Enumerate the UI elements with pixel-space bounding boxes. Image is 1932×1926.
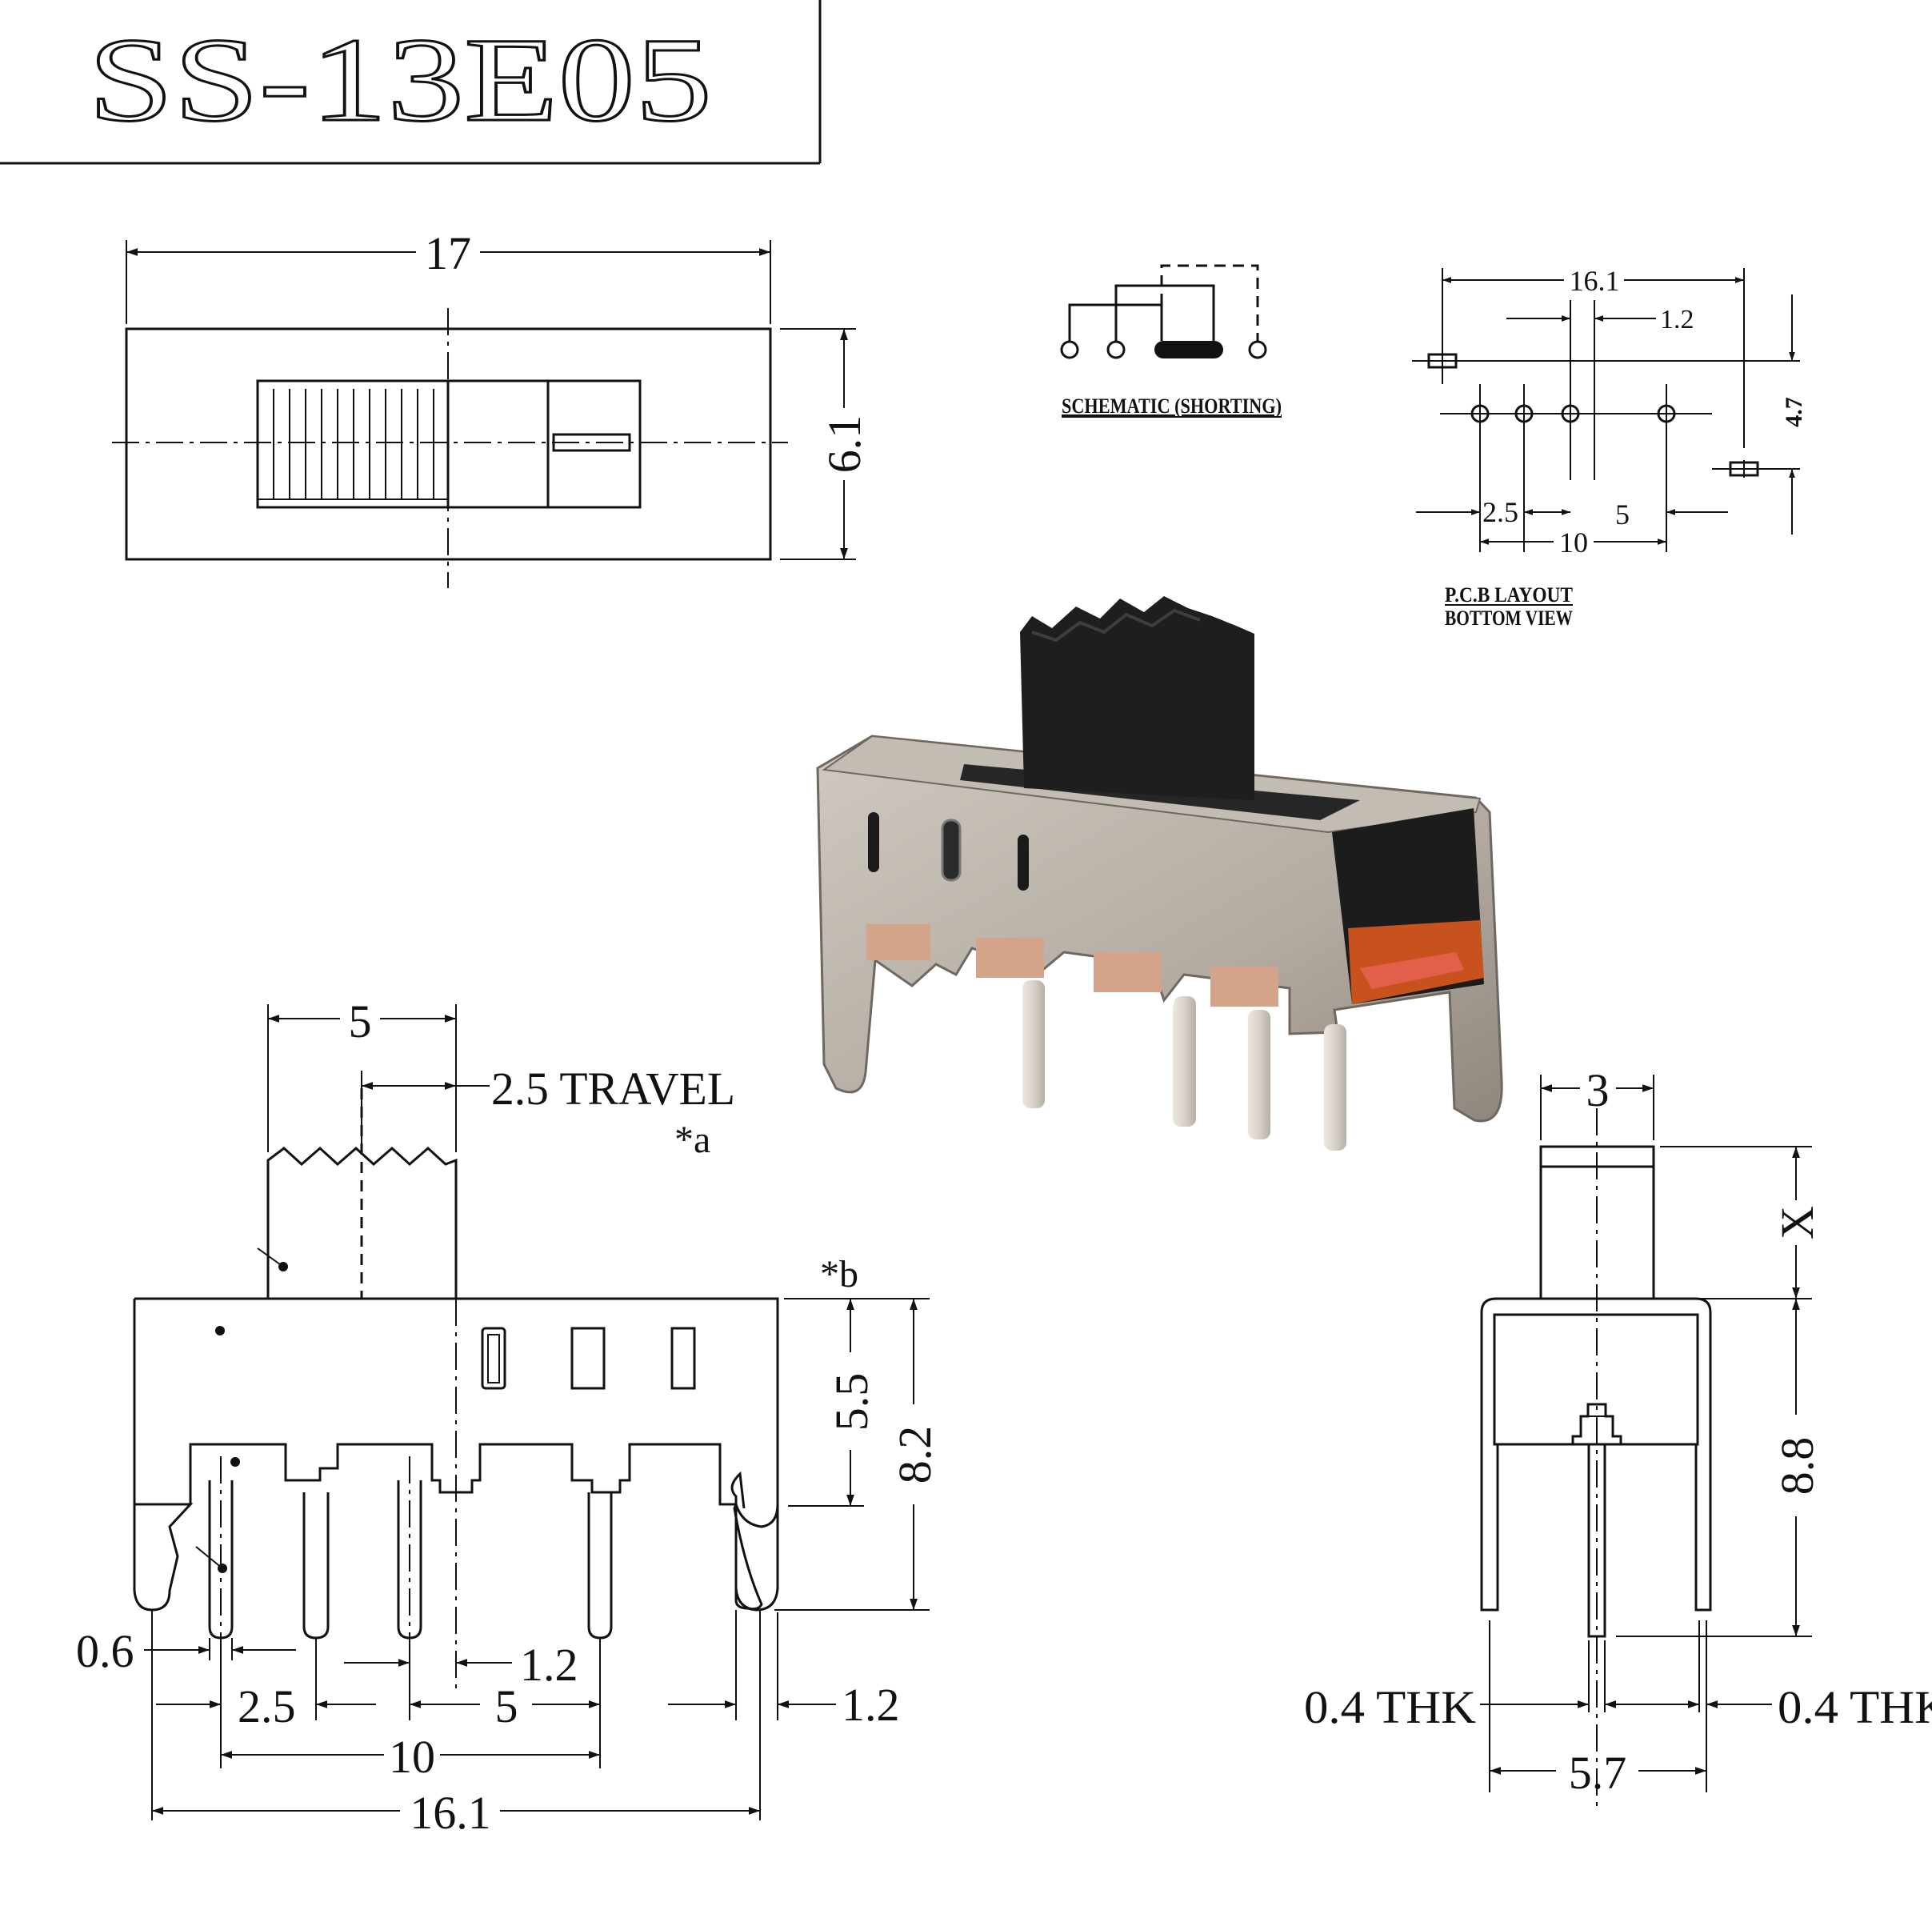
contact bbox=[1094, 952, 1162, 992]
product-photo bbox=[816, 596, 1503, 1151]
dim-thickness-right: 0.4 THK bbox=[1778, 1681, 1932, 1733]
terminal-1 bbox=[1060, 340, 1079, 359]
dim-actuator-width: 5 bbox=[349, 995, 372, 1047]
shell-slot bbox=[570, 1327, 606, 1390]
shorting-contact bbox=[1154, 341, 1223, 358]
dim-actuator-width: 3 bbox=[1586, 1064, 1610, 1116]
pcb-caption-line1: P.C.B LAYOUT bbox=[1445, 583, 1573, 607]
pcb-caption-line2: BOTTOM VIEW bbox=[1445, 607, 1573, 630]
travel-label: 2.5 TRAVEL bbox=[491, 1063, 735, 1115]
pin bbox=[1022, 980, 1045, 1108]
dim-actuator-height: X bbox=[1771, 1206, 1823, 1239]
contact bbox=[976, 938, 1044, 978]
pcb-layout: 16.1 1.2 4.7 2.5 5 10 P.C.B LAYOUT BOTTO… bbox=[1412, 265, 1807, 630]
pcb-dim-height: 4.7 bbox=[1781, 397, 1807, 427]
dim-pin-offset: 1.2 bbox=[520, 1639, 578, 1691]
dim-overall-height: 8.8 bbox=[1771, 1437, 1823, 1496]
pin bbox=[1324, 1024, 1346, 1151]
dim-pin-pitch-small: 2.5 bbox=[238, 1680, 296, 1732]
dim-thickness-left: 0.4 THK bbox=[1304, 1681, 1476, 1733]
front-view: 5 2.5 TRAVEL *a *b 5.5 8.2 0.6 bbox=[76, 995, 941, 1839]
pin-2 bbox=[302, 1492, 330, 1640]
contact bbox=[866, 924, 930, 960]
terminal-4 bbox=[1248, 340, 1267, 359]
note-a: *a bbox=[674, 1119, 710, 1161]
dim-overall-height: 8.2 bbox=[889, 1426, 941, 1484]
shell-slot bbox=[670, 1327, 696, 1390]
pin bbox=[1248, 1010, 1270, 1139]
pcb-dim-span: 10 bbox=[1559, 527, 1588, 559]
part-number: SS-13E05 bbox=[88, 14, 712, 146]
pcb-dim-pitch-large: 5 bbox=[1615, 499, 1630, 531]
dim-height: 6.1 bbox=[818, 415, 870, 474]
top-view: 17 6.1 bbox=[112, 227, 870, 588]
dim-pin-width: 0.6 bbox=[76, 1625, 134, 1677]
dim-pin-span: 10 bbox=[389, 1731, 435, 1783]
actuator-outline bbox=[266, 1146, 458, 1299]
actuator-ridges bbox=[258, 389, 448, 500]
dim-body-width: 5.7 bbox=[1569, 1747, 1627, 1799]
pin-4 bbox=[587, 1492, 613, 1640]
actuator-knob bbox=[1020, 596, 1254, 800]
dim-side-offset: 1.2 bbox=[842, 1679, 900, 1731]
pcb-dim-width: 16.1 bbox=[1570, 265, 1620, 297]
shell-slot bbox=[481, 1327, 506, 1390]
pcb-dim-pitch-small: 2.5 bbox=[1482, 496, 1518, 528]
pin bbox=[1174, 996, 1196, 1127]
contact bbox=[1210, 967, 1278, 1007]
dim-body-height: 5.5 bbox=[826, 1373, 878, 1431]
dim-overall-width: 16.1 bbox=[410, 1787, 491, 1839]
side-pin bbox=[1587, 1443, 1606, 1638]
pcb-dim-offset: 1.2 bbox=[1660, 305, 1694, 334]
note-a-dot bbox=[278, 1262, 288, 1271]
title-block: SS-13E05 bbox=[0, 0, 822, 165]
dim-length: 17 bbox=[425, 227, 471, 279]
schematic-caption: SCHEMATIC (SHORTING) bbox=[1062, 394, 1282, 418]
note-b: *b bbox=[820, 1253, 858, 1295]
note-b-dot bbox=[215, 1326, 225, 1335]
side-view: X 8.8 3 0.4 THK 0.4 THK 5.7 bbox=[1304, 1064, 1932, 1812]
dim-pin-pitch-large: 5 bbox=[495, 1680, 518, 1732]
schematic: SCHEMATIC (SHORTING) bbox=[1060, 264, 1282, 418]
terminal-2 bbox=[1106, 340, 1126, 359]
side-shell bbox=[1480, 1297, 1712, 1612]
